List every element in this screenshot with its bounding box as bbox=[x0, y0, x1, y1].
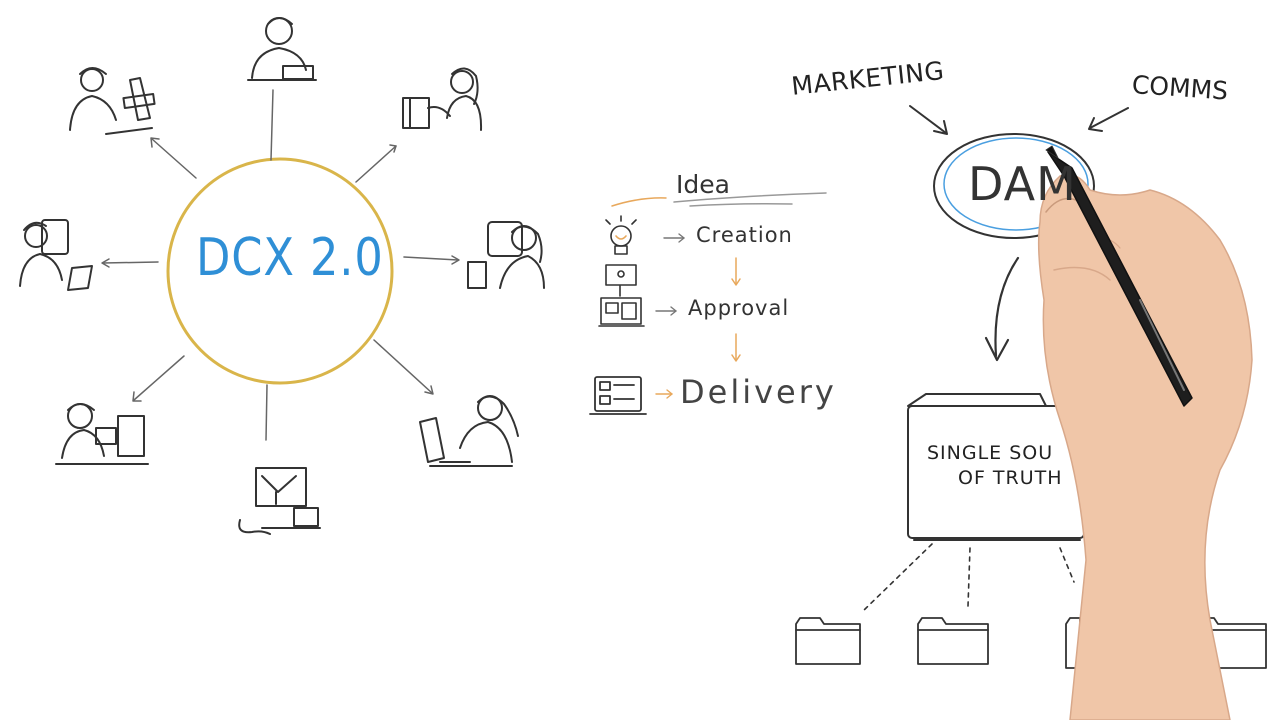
person-bottom-icon bbox=[238, 467, 321, 535]
step-idea: Idea bbox=[676, 170, 730, 199]
sub-folder-icon bbox=[917, 617, 989, 665]
dam-down-arrow bbox=[994, 256, 1020, 358]
folder-connectors bbox=[861, 543, 1075, 613]
person-bottom-left-icon bbox=[55, 403, 149, 465]
step-delivery: Delivery bbox=[680, 373, 837, 411]
person-bottom-right-icon bbox=[419, 395, 519, 467]
person-top-right-icon bbox=[402, 67, 483, 131]
person-top-icon bbox=[247, 17, 317, 81]
hub-title: DCX 2.0 bbox=[196, 228, 384, 288]
person-top-left-icon bbox=[69, 67, 156, 135]
step-approval: Approval bbox=[688, 296, 790, 320]
person-right-icon bbox=[467, 221, 545, 289]
marketing-arrow bbox=[909, 105, 948, 135]
folder-label-line1: SINGLE SOU bbox=[927, 442, 1054, 464]
idea-arrow bbox=[611, 197, 667, 207]
step-creation: Creation bbox=[696, 223, 793, 247]
lightbulb-icon bbox=[605, 215, 637, 255]
label-dam: DAM bbox=[968, 157, 1077, 211]
sub-folder-icon bbox=[795, 617, 861, 665]
approval-arrow bbox=[655, 306, 677, 316]
person-left-icon bbox=[19, 219, 93, 291]
folder-label-line2: OF TRUTH bbox=[958, 467, 1063, 489]
hub-spokes bbox=[101, 89, 460, 441]
hub-circle bbox=[166, 157, 394, 385]
image-card-icon bbox=[605, 264, 637, 297]
review-screens-icon bbox=[598, 297, 645, 327]
dam-ring-highlight bbox=[943, 137, 1089, 231]
dam-ring bbox=[933, 133, 1095, 239]
comms-arrow bbox=[1088, 107, 1129, 132]
hand-with-marker bbox=[1037, 145, 1253, 720]
creation-arrow bbox=[663, 233, 685, 243]
idea-underline bbox=[673, 192, 827, 207]
laptop-icon bbox=[589, 376, 647, 415]
delivery-arrow bbox=[655, 389, 673, 399]
